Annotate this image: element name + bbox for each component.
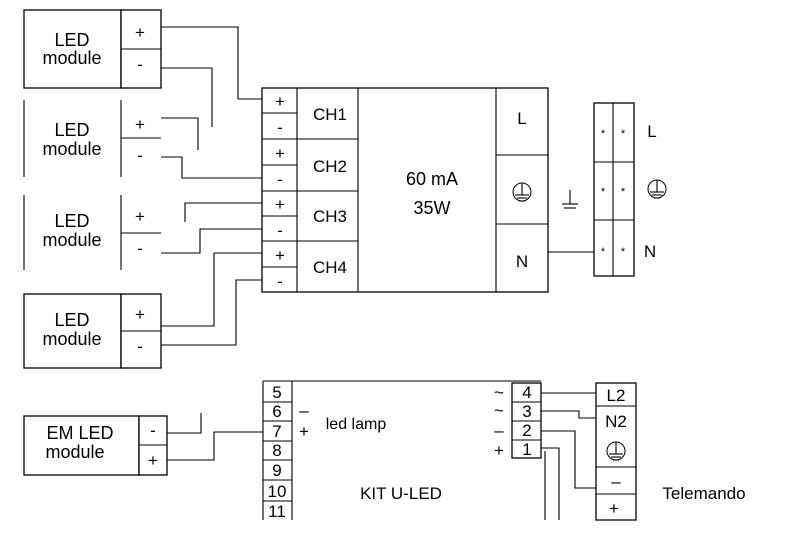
- em-module-title: EM LED: [46, 423, 113, 443]
- mains-n-label: N: [644, 242, 656, 261]
- ch2-minus-label: -: [277, 170, 283, 189]
- driver-terminal-l: L: [517, 109, 526, 128]
- channel-label-ch3: CH3: [313, 207, 347, 226]
- led-driver: + - + - + - + - CH1 CH2 CH3 CH4 60 mA 35…: [261, 87, 549, 293]
- led-module-1: LED module + -: [23, 9, 162, 89]
- telemando-block: L2 N2 – + Telemando: [595, 382, 746, 521]
- telemando-l2: L2: [607, 386, 626, 405]
- channel-label-ch4: CH4: [313, 258, 347, 277]
- kit-sign-1: +: [494, 441, 504, 460]
- plus-terminal-label: +: [135, 115, 145, 134]
- kit-terminal-4: 4: [522, 383, 531, 402]
- mains-terminal-block: * * * * * * L N: [593, 102, 667, 277]
- wire-led1-minus: [161, 67, 213, 127]
- kit-terminal-5: 5: [272, 383, 281, 402]
- wires: [161, 26, 596, 520]
- terminal-screw-mark: *: [621, 128, 626, 140]
- kit-sign-2: –: [494, 421, 504, 440]
- telemando-label: Telemando: [662, 484, 745, 503]
- kit-sign-3: ~: [494, 401, 504, 420]
- led-module-subtitle: module: [42, 139, 101, 159]
- kit-terminal-3: 3: [522, 402, 531, 421]
- led-module-2: LED module + -: [23, 100, 161, 177]
- led-module-4: LED module + -: [23, 293, 162, 369]
- em-led-module: EM LED module - +: [23, 415, 168, 476]
- lamp-plus-label: +: [299, 422, 309, 441]
- kit-terminal-11: 11: [268, 502, 286, 521]
- led-module-subtitle: module: [42, 329, 101, 349]
- em-minus-label: -: [150, 421, 156, 440]
- em-module-subtitle: module: [45, 442, 104, 462]
- telemando-minus-label: –: [611, 472, 621, 491]
- ch1-plus-label: +: [275, 92, 285, 111]
- led-module-title: LED: [54, 310, 89, 330]
- wire-led3-minus: [161, 228, 264, 254]
- wire-kit-3: [541, 410, 596, 419]
- lamp-minus-label: –: [299, 401, 309, 420]
- wire-led4-plus: [161, 252, 264, 327]
- plus-terminal-label: +: [135, 207, 145, 226]
- kit-terminal-7: 7: [272, 422, 281, 441]
- kit-terminal-10: 10: [268, 482, 287, 501]
- minus-terminal-label: -: [137, 239, 143, 258]
- led-module-title: LED: [54, 120, 89, 140]
- telemando-n2: N2: [605, 412, 627, 431]
- kit-terminal-2: 2: [522, 421, 531, 440]
- wire-led2-plus: [161, 117, 199, 150]
- earth-icon: [647, 179, 667, 199]
- wire-em-minus: [167, 413, 202, 434]
- terminal-screw-mark: *: [621, 246, 626, 258]
- ch3-plus-label: +: [275, 195, 285, 214]
- kit-sign-4: ~: [494, 383, 504, 402]
- wire-led2-minus: [161, 156, 264, 179]
- kit-terminal-6: 6: [272, 402, 281, 421]
- ch2-plus-label: +: [275, 144, 285, 163]
- led-module-title: LED: [54, 30, 89, 50]
- ground-icon: [562, 190, 578, 209]
- channel-label-ch1: CH1: [313, 105, 347, 124]
- minus-terminal-label: -: [137, 337, 143, 356]
- telemando-plus-label: +: [609, 499, 619, 518]
- driver-terminal-n: N: [516, 252, 528, 271]
- em-plus-label: +: [148, 451, 158, 470]
- wire-kit-2: [541, 430, 596, 489]
- kit-u-led: 5 6 7 8 9 10 11 – + led lamp KIT U-LED 4…: [262, 380, 542, 521]
- wire-led3-plus: [184, 202, 264, 222]
- led-module-title: LED: [54, 211, 89, 231]
- kit-terminal-8: 8: [272, 441, 281, 460]
- ch4-plus-label: +: [275, 246, 285, 265]
- plus-terminal-label: +: [135, 305, 145, 324]
- led-module-3: LED module + -: [23, 195, 161, 270]
- earth-icon: [512, 182, 532, 202]
- driver-power-rating: 35W: [413, 198, 450, 218]
- terminal-screw-mark: *: [621, 186, 626, 198]
- led-module-subtitle: module: [42, 230, 101, 250]
- ch4-minus-label: -: [277, 272, 283, 291]
- ch1-minus-label: -: [277, 118, 283, 137]
- kit-terminal-9: 9: [272, 461, 281, 480]
- led-lamp-label: led lamp: [326, 416, 387, 433]
- terminal-screw-mark: *: [601, 186, 606, 198]
- kit-title: KIT U-LED: [360, 484, 442, 503]
- plus-terminal-label: +: [135, 23, 145, 42]
- driver-current-rating: 60 mA: [406, 169, 458, 189]
- minus-terminal-label: -: [137, 55, 143, 74]
- wire-led1-plus: [161, 26, 264, 100]
- minus-terminal-label: -: [137, 146, 143, 165]
- channel-label-ch2: CH2: [313, 157, 347, 176]
- terminal-screw-mark: *: [601, 128, 606, 140]
- wire-em-plus: [167, 431, 263, 461]
- wire-kit-1: [541, 447, 560, 520]
- ch3-minus-label: -: [277, 221, 283, 240]
- earth-icon: [606, 441, 626, 461]
- terminal-screw-mark: *: [601, 246, 606, 258]
- mains-l-label: L: [647, 122, 656, 141]
- led-module-subtitle: module: [42, 48, 101, 68]
- wire-led4-minus: [161, 279, 264, 346]
- kit-terminal-1: 1: [522, 440, 531, 459]
